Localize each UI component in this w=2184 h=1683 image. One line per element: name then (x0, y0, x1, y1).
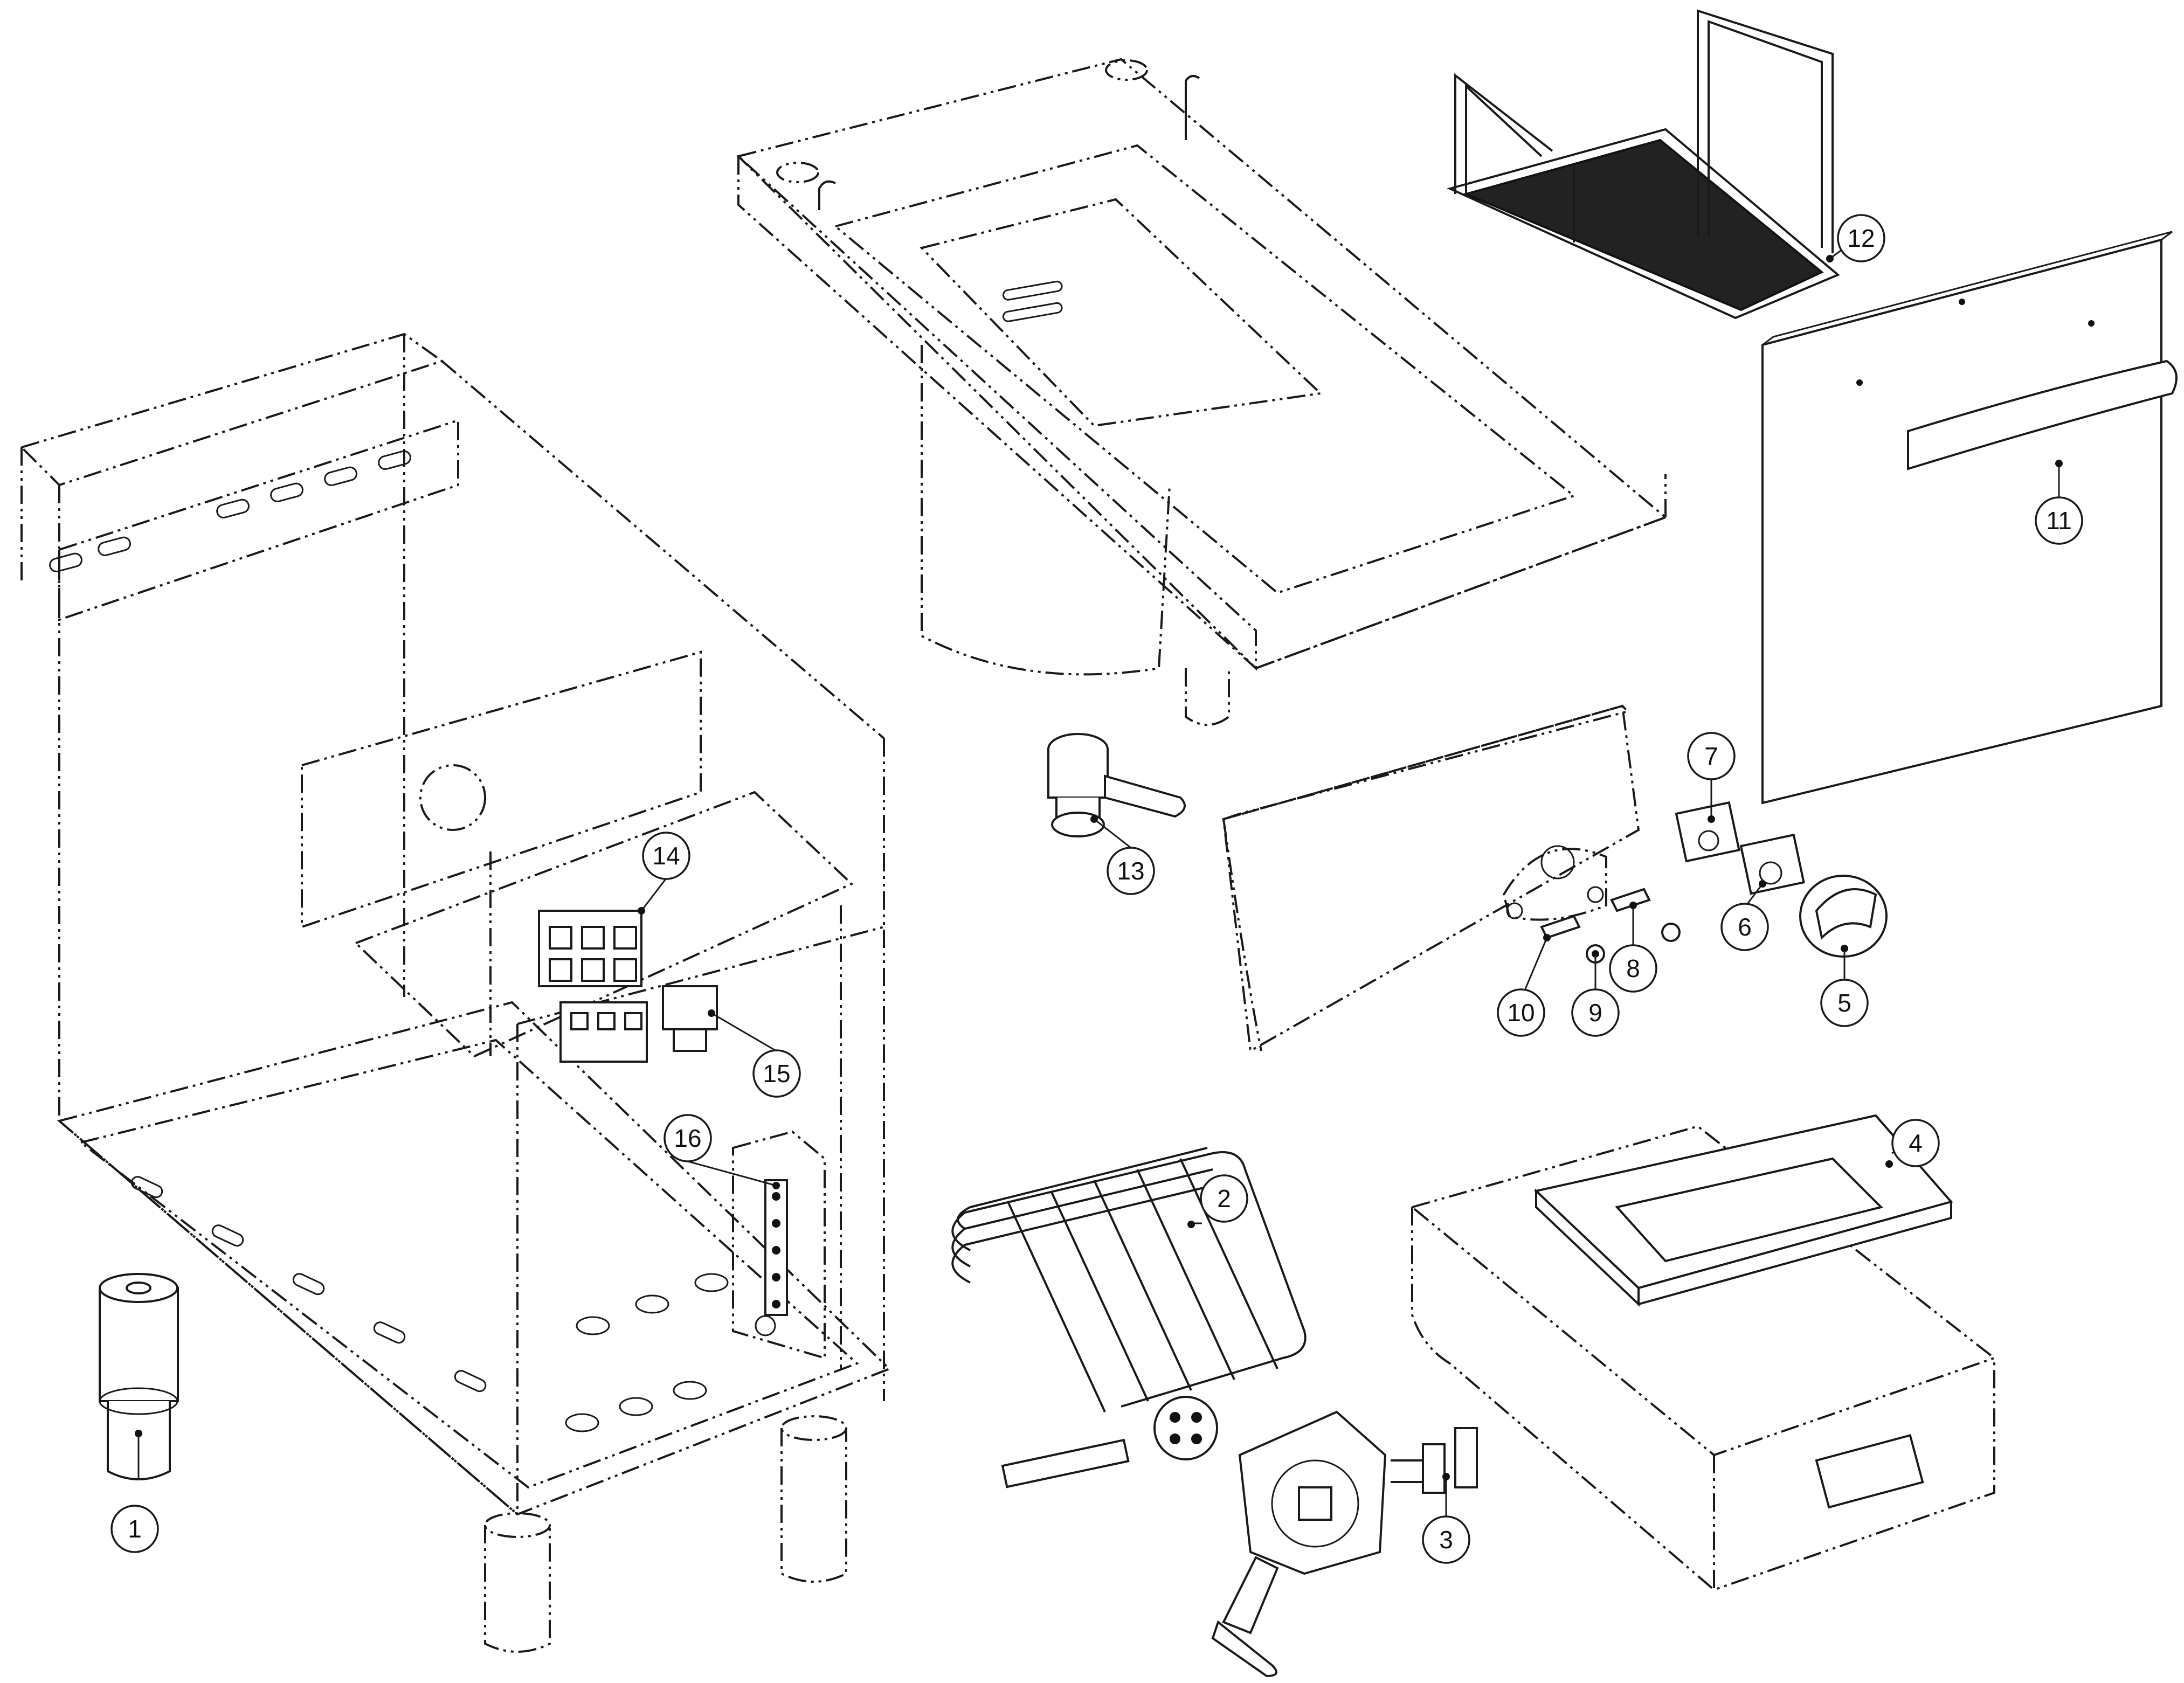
terminal-switch (662, 985, 718, 1052)
callout-3: 3 (1422, 1515, 1470, 1564)
svg-text:12: 12 (1847, 224, 1875, 252)
callout-16: 16 (664, 1114, 712, 1162)
vent-slots (49, 450, 411, 572)
callout-14: 14 (642, 832, 690, 880)
svg-text:16: 16 (674, 1124, 701, 1152)
svg-text:15: 15 (763, 1059, 790, 1088)
svg-text:8: 8 (1626, 954, 1640, 982)
svg-text:13: 13 (1117, 857, 1144, 885)
drain-valve (1047, 733, 1186, 837)
callout-8: 8 (1609, 944, 1657, 993)
fryer-well (736, 58, 1668, 726)
svg-text:1: 1 (128, 1515, 142, 1543)
thermostat (1675, 801, 1740, 863)
element-bracket (1001, 1410, 1387, 1678)
svg-text:10: 10 (1507, 999, 1535, 1027)
svg-text:2: 2 (1217, 1185, 1231, 1213)
svg-text:9: 9 (1588, 999, 1602, 1027)
switch-body (1739, 833, 1805, 895)
electrical-panel (301, 650, 854, 1058)
callout-11: 11 (2035, 496, 2083, 545)
control-knob (1799, 875, 1888, 958)
callout-15: 15 (752, 1049, 801, 1098)
callout-10: 10 (1497, 988, 1545, 1037)
callout-13: 13 (1107, 847, 1155, 895)
micro-switch (1391, 1427, 1478, 1494)
adjustable-foot (99, 1273, 179, 1480)
callout-2: 2 (1200, 1174, 1248, 1223)
svg-text:4: 4 (1909, 1129, 1923, 1157)
svg-text:6: 6 (1738, 913, 1752, 941)
callout-5: 5 (1820, 979, 1869, 1027)
floor-slots (130, 1176, 729, 1432)
callout-12: 12 (1837, 214, 1885, 262)
svg-text:14: 14 (652, 842, 680, 870)
callout-1: 1 (110, 1505, 159, 1553)
callout-9: 9 (1571, 988, 1620, 1037)
callout-7: 7 (1687, 732, 1736, 780)
callouts: 1 2 3 4 5 6 (110, 214, 2083, 1564)
svg-text:11: 11 (2046, 507, 2072, 535)
control-panel (1222, 704, 1681, 1053)
heating-element (951, 1147, 1307, 1460)
fry-basket (1447, 9, 1840, 320)
drain-tank (1409, 1114, 1997, 1591)
terminal-block (732, 1130, 826, 1360)
contactor (538, 910, 648, 1063)
svg-text:3: 3 (1439, 1526, 1453, 1554)
svg-text:5: 5 (1837, 989, 1851, 1017)
callout-6: 6 (1720, 903, 1769, 951)
cabinet-frame (19, 333, 891, 1653)
svg-text:7: 7 (1704, 742, 1718, 770)
callout-4: 4 (1891, 1119, 1940, 1167)
door-panel (1761, 231, 2178, 805)
cabinet-legs (484, 1415, 847, 1653)
